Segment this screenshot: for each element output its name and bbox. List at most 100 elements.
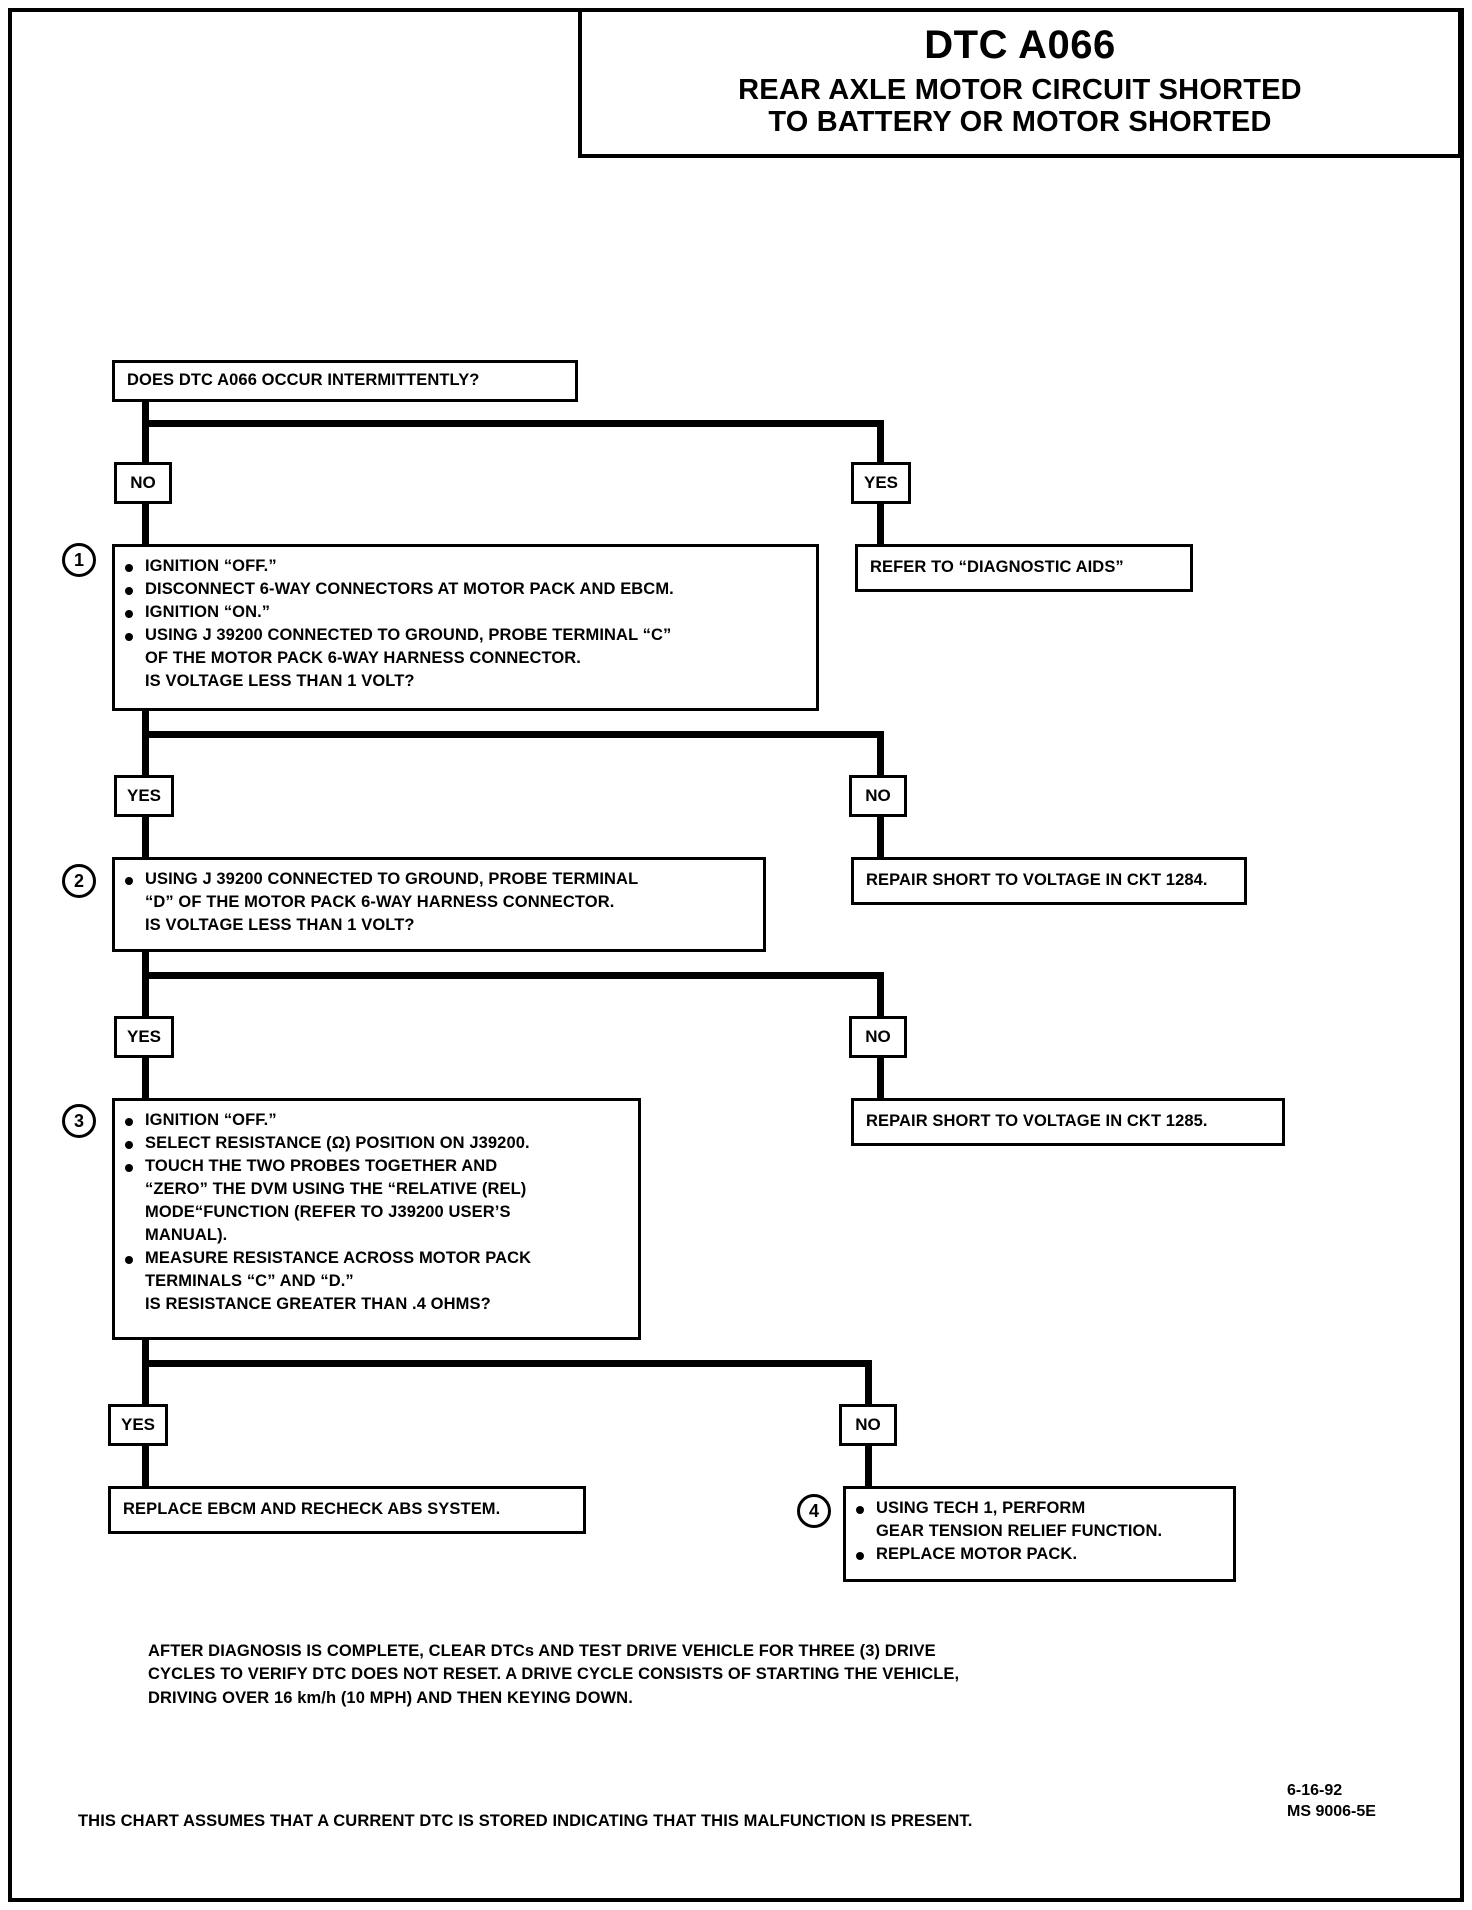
step-3-line-8: TERMINALS “C” AND “D.” <box>145 1271 354 1290</box>
step-2-line-1: USING J 39200 CONNECTED TO GROUND, PROBE… <box>125 869 755 891</box>
refer-diagnostic-aids-text: REFER TO “DIAGNOSTIC AIDS” <box>870 558 1124 577</box>
after-diagnosis-note: AFTER DIAGNOSIS IS COMPLETE, CLEAR DTCs … <box>148 1640 1308 1710</box>
connector-no2-to-repair1284 <box>877 815 884 859</box>
step-1-list: IGNITION “OFF.” DISCONNECT 6-WAY CONNECT… <box>115 547 816 702</box>
step-2-list: USING J 39200 CONNECTED TO GROUND, PROBE… <box>115 860 763 946</box>
step-marker-4-label: 4 <box>808 1500 819 1521</box>
connector-step1-down <box>142 709 149 737</box>
document-code-block: 6-16-92 MS 9006-5E <box>1287 1781 1376 1823</box>
dtc-description-line1: REAR AXLE MOTOR CIRCUIT SHORTED <box>738 74 1302 106</box>
step-marker-3-label: 3 <box>73 1110 84 1131</box>
step-1-box: IGNITION “OFF.” DISCONNECT 6-WAY CONNECT… <box>112 544 819 711</box>
step-3-line-2: SELECT RESISTANCE (Ω) POSITION ON J39200… <box>125 1133 630 1155</box>
branch-tag-no-1: NO <box>114 462 172 504</box>
connector-step1-to-yes <box>142 731 149 777</box>
start-question-box: DOES DTC A066 OCCUR INTERMITTENTLY? <box>112 360 578 402</box>
step-marker-2-label: 2 <box>73 870 84 891</box>
repair-ckt-1285-text: REPAIR SHORT TO VOLTAGE IN CKT 1285. <box>866 1112 1208 1131</box>
dtc-description: REAR AXLE MOTOR CIRCUIT SHORTED TO BATTE… <box>582 74 1458 139</box>
step-3-list: IGNITION “OFF.” SELECT RESISTANCE (Ω) PO… <box>115 1101 638 1324</box>
connector-step2-to-no <box>877 972 884 1018</box>
step-1-line-1: IGNITION “OFF.” <box>125 556 808 578</box>
replace-ebcm-text: REPLACE EBCM AND RECHECK ABS SYSTEM. <box>123 1500 501 1519</box>
step-2-line-3: IS VOLTAGE LESS THAN 1 VOLT? <box>145 915 415 934</box>
connector-to-yes-1 <box>877 420 884 464</box>
document-id: MS 9006-5E <box>1287 1802 1376 1820</box>
repair-ckt-1284-text: REPAIR SHORT TO VOLTAGE IN CKT 1284. <box>866 871 1208 890</box>
step-1-line-4: USING J 39200 CONNECTED TO GROUND, PROBE… <box>125 625 808 647</box>
connector-yes2-to-step2 <box>142 815 149 859</box>
after-diagnosis-note-line1: AFTER DIAGNOSIS IS COMPLETE, CLEAR DTCs … <box>148 1642 936 1660</box>
step-marker-2: 2 <box>62 864 96 898</box>
step-3-line-6: MANUAL). <box>145 1225 228 1244</box>
after-diagnosis-note-line3: DRIVING OVER 16 km/h (10 MPH) AND THEN K… <box>148 1688 633 1707</box>
step-marker-4: 4 <box>797 1494 831 1528</box>
connector-step2-down <box>142 950 149 978</box>
connector-yes3-to-step3 <box>142 1056 149 1100</box>
start-question-text: DOES DTC A066 OCCUR INTERMITTENTLY? <box>127 371 480 390</box>
branch-tag-no-1-label: NO <box>130 473 156 492</box>
branch-tag-yes-4: YES <box>108 1404 168 1446</box>
branch-tag-yes-4-label: YES <box>120 1415 156 1434</box>
repair-ckt-1284-box: REPAIR SHORT TO VOLTAGE IN CKT 1284. <box>851 857 1247 905</box>
step-marker-3: 3 <box>62 1104 96 1138</box>
step-3-line-5: MODE“FUNCTION (REFER TO J39200 USER’S <box>145 1202 511 1221</box>
step-1-line-6: IS VOLTAGE LESS THAN 1 VOLT? <box>145 671 415 690</box>
branch-tag-no-4-label: NO <box>855 1415 881 1434</box>
step-3-line-1: IGNITION “OFF.” <box>125 1110 630 1132</box>
repair-ckt-1285-box: REPAIR SHORT TO VOLTAGE IN CKT 1285. <box>851 1098 1285 1146</box>
branch-tag-no-3: NO <box>849 1016 907 1058</box>
replace-ebcm-box: REPLACE EBCM AND RECHECK ABS SYSTEM. <box>108 1486 586 1534</box>
document-date: 6-16-92 <box>1287 1782 1343 1799</box>
connector-to-no-1 <box>142 420 149 464</box>
step-4-box: USING TECH 1, PERFORM GEAR TENSION RELIE… <box>843 1486 1236 1582</box>
step-4-list: USING TECH 1, PERFORM GEAR TENSION RELIE… <box>846 1489 1233 1575</box>
step-3-box: IGNITION “OFF.” SELECT RESISTANCE (Ω) PO… <box>112 1098 641 1340</box>
step-3-line-4: “ZERO” THE DVM USING THE “RELATIVE (REL) <box>145 1179 527 1198</box>
page-border <box>8 8 1464 1902</box>
branch-tag-yes-2-label: YES <box>126 786 162 805</box>
connector-no1-to-step1 <box>142 502 149 546</box>
connector-step1-to-no <box>877 731 884 777</box>
connector-step3-down <box>142 1338 149 1366</box>
connector-step1-split <box>142 731 884 738</box>
connector-step2-to-yes <box>142 972 149 1018</box>
connector-yes1-to-aids <box>877 502 884 546</box>
connector-yes4-to-replace-ebcm <box>142 1444 149 1488</box>
step-4-line-1: USING TECH 1, PERFORM <box>856 1498 1225 1520</box>
chart-assumption-text: THIS CHART ASSUMES THAT A CURRENT DTC IS… <box>78 1812 973 1830</box>
step-3-line-7: MEASURE RESISTANCE ACROSS MOTOR PACK <box>125 1248 630 1270</box>
step-1-line-3: IGNITION “ON.” <box>125 602 808 624</box>
dtc-code: DTC A066 <box>924 23 1116 67</box>
step-marker-1-label: 1 <box>73 549 84 570</box>
connector-step3-to-yes <box>142 1360 149 1406</box>
dtc-description-line2: TO BATTERY OR MOTOR SHORTED <box>768 106 1272 139</box>
chart-assumption-note: THIS CHART ASSUMES THAT A CURRENT DTC IS… <box>78 1812 1198 1831</box>
branch-tag-yes-1-label: YES <box>863 473 899 492</box>
branch-tag-no-4: NO <box>839 1404 897 1446</box>
step-2-box: USING J 39200 CONNECTED TO GROUND, PROBE… <box>112 857 766 952</box>
connector-step2-split <box>142 972 884 979</box>
step-1-line-5: OF THE MOTOR PACK 6-WAY HARNESS CONNECTO… <box>145 648 581 667</box>
branch-tag-no-2: NO <box>849 775 907 817</box>
step-3-line-3: TOUCH THE TWO PROBES TOGETHER AND <box>125 1156 630 1178</box>
step-1-line-2: DISCONNECT 6-WAY CONNECTORS AT MOTOR PAC… <box>125 579 808 601</box>
step-3-line-9: IS RESISTANCE GREATER THAN .4 OHMS? <box>145 1294 491 1313</box>
connector-no4-to-step4 <box>865 1444 872 1488</box>
step-4-line-3: REPLACE MOTOR PACK. <box>856 1544 1225 1566</box>
connector-start-split <box>142 420 884 427</box>
branch-tag-yes-1: YES <box>851 462 911 504</box>
after-diagnosis-note-line2: CYCLES TO VERIFY DTC DOES NOT RESET. A D… <box>148 1665 960 1684</box>
branch-tag-no-3-label: NO <box>865 1027 891 1046</box>
refer-diagnostic-aids-box: REFER TO “DIAGNOSTIC AIDS” <box>855 544 1193 592</box>
branch-tag-no-2-label: NO <box>865 786 891 805</box>
connector-start-down <box>142 400 149 426</box>
branch-tag-yes-3: YES <box>114 1016 174 1058</box>
branch-tag-yes-2: YES <box>114 775 174 817</box>
connector-step3-to-no <box>865 1360 872 1406</box>
chart-title-block: DTC A066 REAR AXLE MOTOR CIRCUIT SHORTED… <box>578 12 1462 158</box>
connector-step3-split <box>142 1360 872 1367</box>
branch-tag-yes-3-label: YES <box>126 1027 162 1046</box>
connector-no3-to-repair1285 <box>877 1056 884 1100</box>
